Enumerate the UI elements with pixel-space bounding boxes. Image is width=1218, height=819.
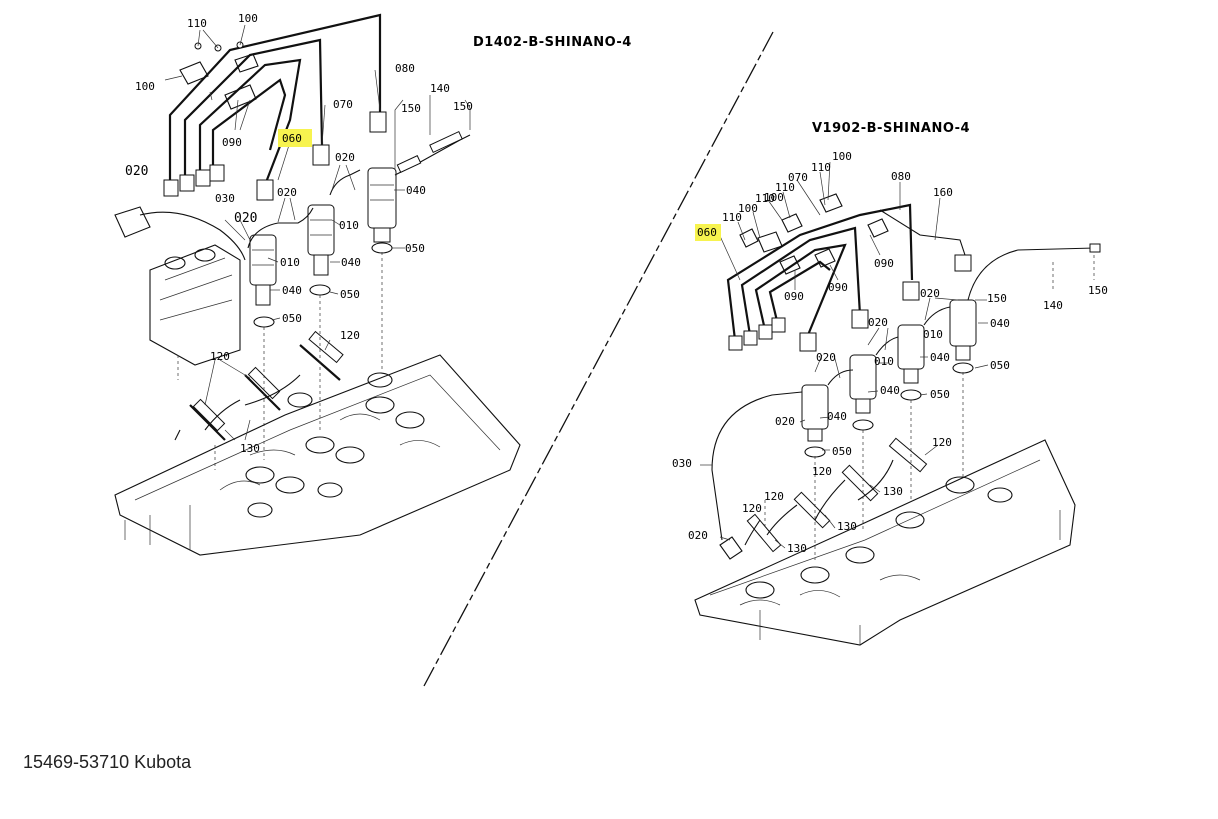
part-label: 050 xyxy=(340,288,360,301)
right-diagram-title: V1902-B-SHINANO-4 xyxy=(812,121,970,136)
right-part-labels: 100 110 070 080 160 110 100 110 100 110 … xyxy=(672,150,1108,555)
part-label: 120 xyxy=(764,490,784,503)
part-label: 040 xyxy=(406,184,426,197)
part-label: 010 xyxy=(280,256,300,269)
divider-line xyxy=(423,31,774,687)
part-label: 110 xyxy=(811,161,831,174)
part-label: 110 xyxy=(187,17,207,30)
part-label: 030 xyxy=(215,192,235,205)
part-label: 140 xyxy=(430,82,450,95)
part-label: 010 xyxy=(874,355,894,368)
part-label: 110 xyxy=(755,192,775,205)
parts-diagram: D1402-B-SHINANO-4 110 100 100 080 140 15… xyxy=(114,12,1108,687)
part-label: 120 xyxy=(742,502,762,515)
part-label: 020 xyxy=(234,211,257,226)
part-label: 150 xyxy=(1088,284,1108,297)
part-label-highlighted: 060 xyxy=(697,226,717,239)
part-label: 040 xyxy=(990,317,1010,330)
part-label: 130 xyxy=(240,442,260,455)
part-label: 020 xyxy=(277,186,297,199)
part-label: 040 xyxy=(930,351,950,364)
part-label: 100 xyxy=(135,80,155,93)
part-label: 130 xyxy=(883,485,903,498)
part-label: 020 xyxy=(335,151,355,164)
part-label: 160 xyxy=(933,186,953,199)
left-part-labels: 110 100 100 080 140 150 150 070 060 090 … xyxy=(125,12,473,455)
part-number-caption: 15469-53710 Kubota xyxy=(23,752,192,772)
part-label: 130 xyxy=(787,542,807,555)
part-label: 050 xyxy=(990,359,1010,372)
part-label: 020 xyxy=(688,529,708,542)
part-label: 120 xyxy=(210,350,230,363)
part-label: 020 xyxy=(920,287,940,300)
part-label: 090 xyxy=(874,257,894,270)
part-label: 040 xyxy=(282,284,302,297)
part-label: 120 xyxy=(340,329,360,342)
part-label: 090 xyxy=(222,136,242,149)
part-label: 100 xyxy=(832,150,852,163)
part-label: 040 xyxy=(827,410,847,423)
part-label: 050 xyxy=(282,312,302,325)
part-label: 120 xyxy=(932,436,952,449)
part-label: 130 xyxy=(837,520,857,533)
part-label: 150 xyxy=(453,100,473,113)
part-label: 050 xyxy=(832,445,852,458)
part-label: 010 xyxy=(923,328,943,341)
part-label: 100 xyxy=(738,202,758,215)
right-engine-drawing xyxy=(694,161,1101,646)
left-diagram-title: D1402-B-SHINANO-4 xyxy=(473,35,632,50)
part-label: 070 xyxy=(788,171,808,184)
part-label: 120 xyxy=(812,465,832,478)
part-label: 110 xyxy=(722,211,742,224)
part-label: 080 xyxy=(395,62,415,75)
part-label: 050 xyxy=(405,242,425,255)
part-label: 090 xyxy=(828,281,848,294)
part-label: 020 xyxy=(775,415,795,428)
part-label: 030 xyxy=(672,457,692,470)
part-label: 100 xyxy=(764,191,784,204)
part-label-highlighted: 060 xyxy=(282,132,302,145)
part-label: 050 xyxy=(930,388,950,401)
part-label: 020 xyxy=(816,351,836,364)
highlight-marker xyxy=(278,129,312,147)
left-engine-drawing xyxy=(114,13,521,556)
highlight-marker xyxy=(695,224,721,241)
part-label: 040 xyxy=(880,384,900,397)
part-label: 140 xyxy=(1043,299,1063,312)
part-label: 010 xyxy=(339,219,359,232)
part-label: 150 xyxy=(987,292,1007,305)
part-label: 020 xyxy=(868,316,888,329)
part-label: 080 xyxy=(891,170,911,183)
part-label: 070 xyxy=(333,98,353,111)
part-label: 090 xyxy=(784,290,804,303)
part-label: 020 xyxy=(125,164,148,179)
part-label: 150 xyxy=(401,102,421,115)
part-label: 110 xyxy=(775,181,795,194)
part-label: 100 xyxy=(238,12,258,25)
part-label: 040 xyxy=(341,256,361,269)
